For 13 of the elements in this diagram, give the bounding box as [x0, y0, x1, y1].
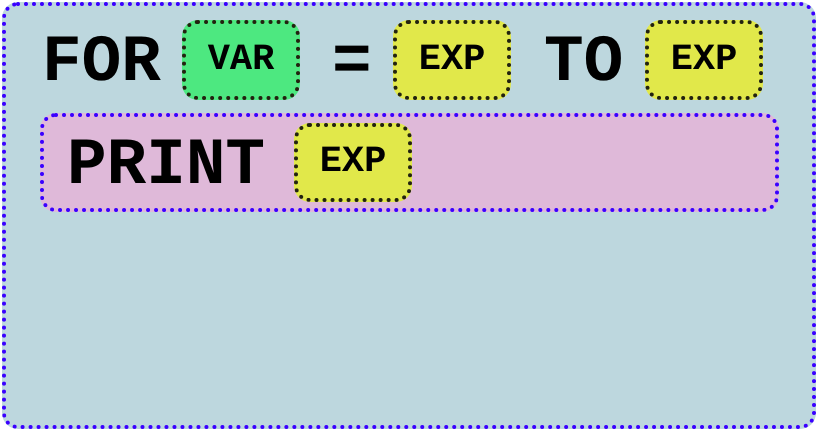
expression-slot — [645, 20, 763, 100]
keyword-label: PRINT — [67, 133, 266, 199]
variable-slot — [182, 20, 300, 100]
keyword-label: FOR — [42, 30, 161, 96]
expression-slot — [393, 20, 511, 100]
keyword-label: TO — [544, 30, 624, 96]
expression-slot — [294, 123, 412, 202]
body-block — [40, 113, 779, 212]
slot-label: EXP — [418, 42, 486, 78]
slot-label: VAR — [208, 42, 274, 78]
slot-label: EXP — [320, 144, 386, 181]
equals-sign: = — [332, 30, 372, 96]
slot-label: EXP — [670, 42, 738, 78]
